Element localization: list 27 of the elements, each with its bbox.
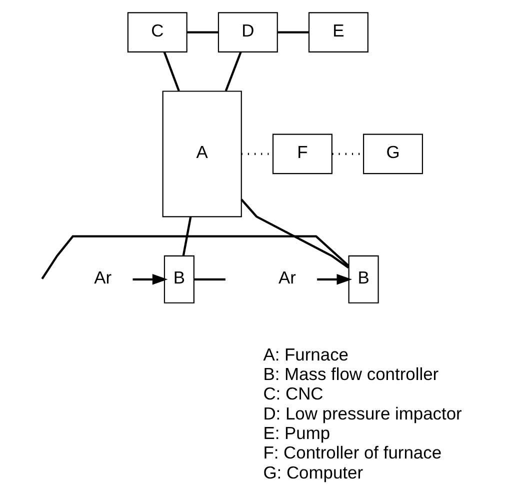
node-box: E [308, 12, 368, 53]
label: B: Mass flow controller [262, 364, 438, 384]
node-box: A [162, 90, 242, 218]
connector [186, 31, 218, 34]
label: F: Controller of furnace [262, 442, 442, 463]
node-text: Ar [94, 268, 112, 288]
node-box: B [348, 255, 378, 304]
arrow [132, 274, 168, 285]
node-box: F [272, 134, 332, 174]
label: A: Furnace [262, 344, 348, 364]
connector [240, 198, 349, 269]
node-box: G [362, 134, 422, 174]
connector [276, 31, 309, 34]
label: C: CNC [262, 384, 323, 404]
node-box: D [217, 12, 278, 53]
connector [182, 216, 192, 256]
node-box: C [126, 12, 187, 53]
connector [193, 278, 225, 280]
label: D: Low pressure impactor [262, 403, 462, 424]
connector [40, 235, 349, 280]
arrow [316, 274, 352, 285]
label: G: Computer [262, 462, 363, 482]
connector [224, 52, 242, 92]
connector [162, 52, 180, 92]
label: E: Pump [262, 422, 330, 443]
node-box: B [163, 255, 194, 304]
node-text: Ar [278, 268, 296, 288]
